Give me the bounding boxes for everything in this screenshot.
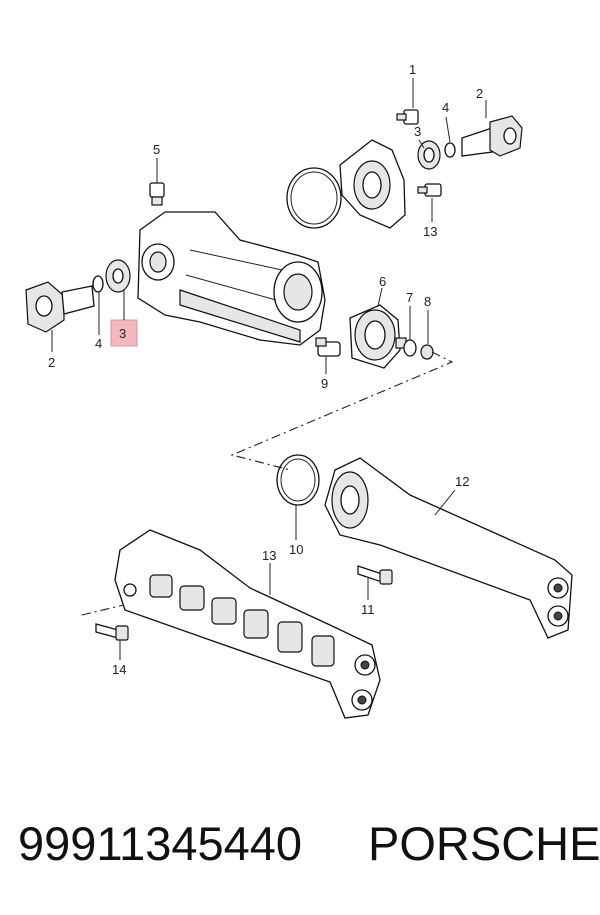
flange-shaft-left [25, 281, 95, 333]
callout-4-left: 4 [95, 336, 102, 351]
callout-13: 13 [423, 224, 437, 239]
callout-3: 3 [414, 124, 421, 139]
swing-arm-12 [324, 457, 573, 639]
highlighted-callout-box[interactable] [110, 319, 138, 347]
part-number: 99911345440 [18, 817, 303, 870]
callout-13-lower: 13 [262, 548, 276, 563]
callout-3-highlighted: 3 [119, 326, 126, 341]
callout-9: 9 [321, 376, 328, 391]
footer: 99911345440 PORSCHE [0, 808, 600, 888]
bolt-1 [396, 109, 419, 125]
callout-8: 8 [424, 294, 431, 309]
frame-arm-13 [114, 529, 381, 719]
callout-4: 4 [442, 100, 449, 115]
differential [349, 304, 407, 369]
callout-10: 10 [289, 542, 303, 557]
callout-5: 5 [153, 142, 160, 157]
bolt-13-upper [417, 183, 442, 197]
bearing-left [105, 259, 131, 293]
housing-cover [339, 139, 406, 229]
callout-2: 2 [476, 86, 483, 101]
callout-2-left: 2 [48, 355, 55, 370]
o-ring-large [286, 167, 342, 229]
callout-6: 6 [379, 274, 386, 289]
callout-12: 12 [455, 474, 469, 489]
transmission-housing [137, 211, 326, 346]
plug-9 [315, 337, 341, 357]
seal-ring-upper [444, 142, 456, 158]
bolt-5 [149, 182, 165, 206]
bolt-11 [357, 565, 393, 585]
brand-name: PORSCHE [368, 817, 600, 870]
bolt-14 [95, 623, 129, 641]
washer-7 [403, 339, 417, 357]
callout-labels: 1 2 4 3 5 13 6 7 8 2 4 3 9 12 10 13 11 1… [48, 62, 483, 677]
callout-7: 7 [406, 290, 413, 305]
bearing-upper [417, 140, 441, 170]
exploded-parts-diagram: 1 2 4 3 5 13 6 7 8 2 4 3 9 12 10 13 11 1… [25, 62, 573, 719]
callout-11: 11 [361, 602, 375, 617]
o-ring-10 [276, 454, 320, 506]
nut-8 [420, 344, 434, 360]
seal-ring-left [92, 275, 104, 293]
leader-lines [51, 78, 487, 660]
callout-14: 14 [112, 662, 126, 677]
callout-1: 1 [409, 62, 416, 77]
flange-shaft-upper [461, 115, 523, 157]
